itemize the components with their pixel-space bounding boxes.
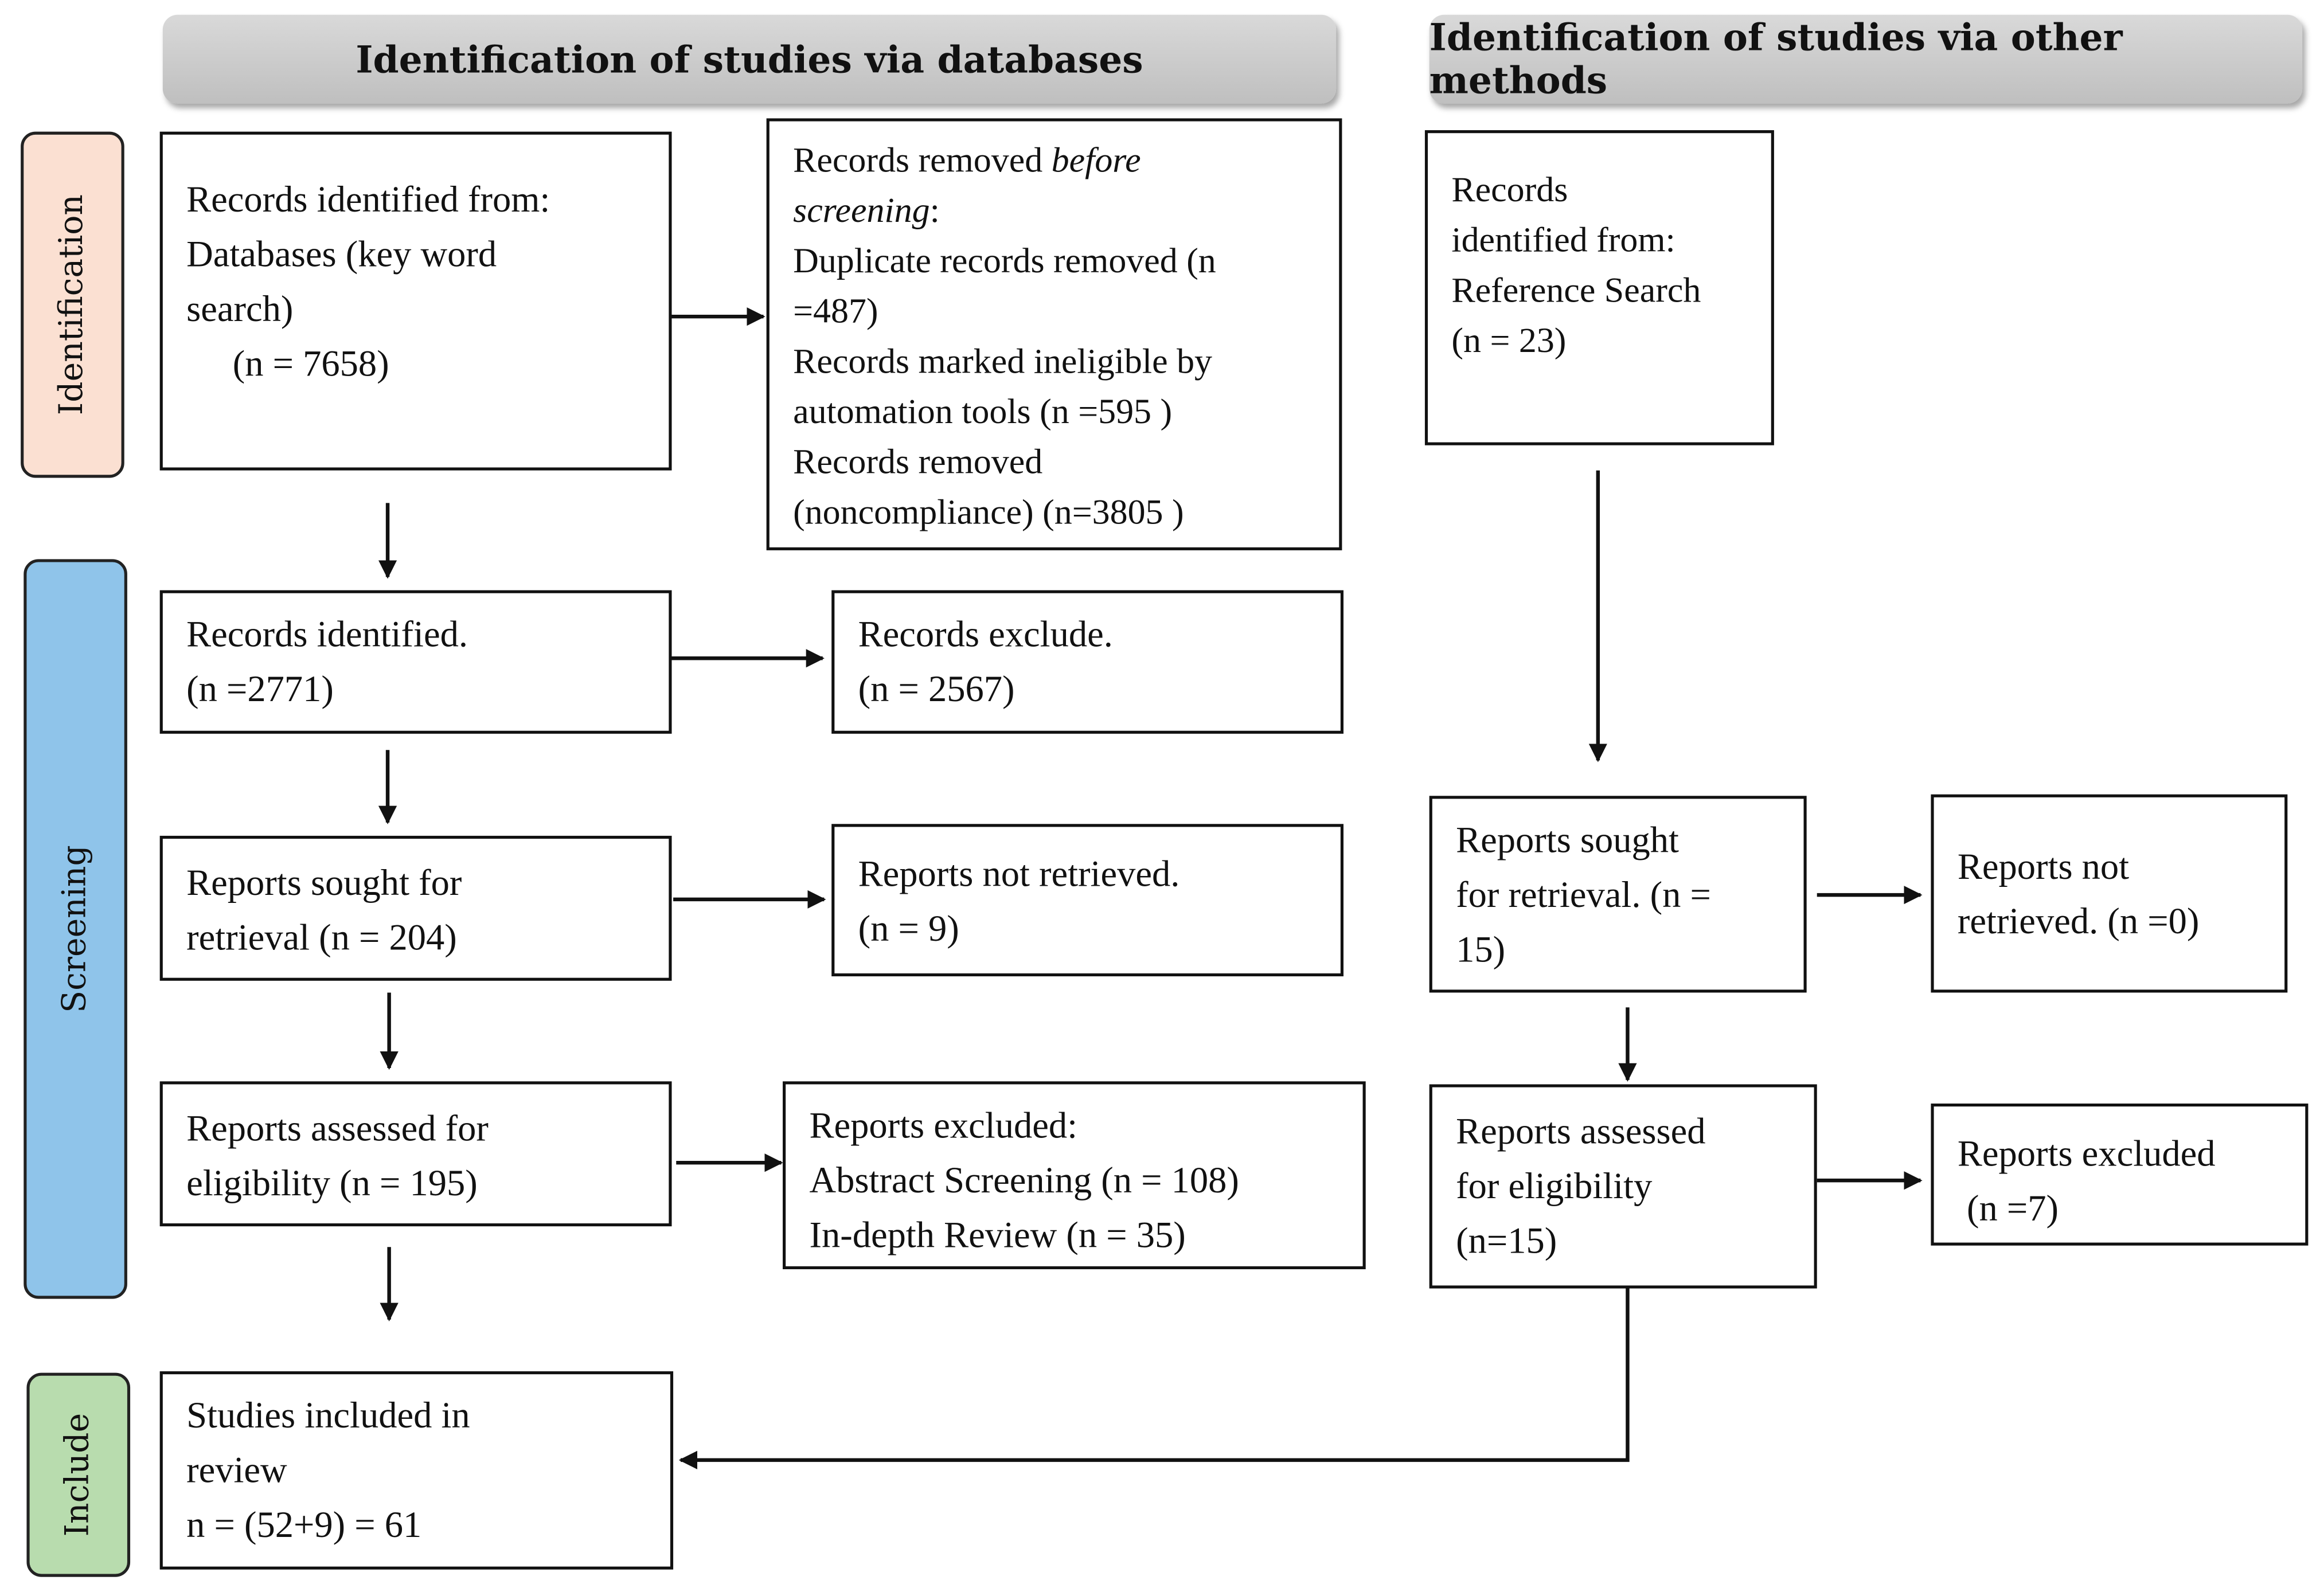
records-identified-other-box: Records identified from: Reference Searc… <box>1424 130 1774 445</box>
box-line: Records identified. <box>186 615 468 656</box>
box-line: Records <box>1451 171 1568 210</box>
box-line: (n = 7658) <box>186 345 389 385</box>
arrow <box>678 1288 1630 1469</box>
box-line: Records exclude. <box>858 615 1113 656</box>
box-line: (n=15) <box>1456 1222 1557 1262</box>
header-other-methods: Identification of studies via other meth… <box>1429 14 2303 104</box>
other-reports-not-retrieved-box: Reports not retrieved. (n =0) <box>1931 794 2288 993</box>
box-line: review <box>186 1451 287 1492</box>
box-line: for eligibility <box>1456 1167 1653 1207</box>
box-line: =487) <box>793 292 878 332</box>
box-line: Reports sought <box>1456 821 1679 861</box>
box-line: Reports assessed for <box>186 1109 489 1149</box>
phase-include: Include <box>26 1372 131 1577</box>
box-line: (n = 23) <box>1451 322 1567 361</box>
box-line: (n =2771) <box>186 670 334 710</box>
box-line: (noncompliance) (n=3805 ) <box>793 494 1184 533</box>
box-line: n = (52+9) = 61 <box>186 1505 422 1546</box>
reports-assessed-box: Reports assessed for eligibility (n = 19… <box>159 1081 672 1227</box>
box-line: Records marked ineligible by <box>793 343 1213 382</box>
box-line: Reports not <box>1957 847 2130 888</box>
box-line: Abstract Screening (n = 108) <box>809 1161 1239 1202</box>
other-reports-excluded-box: Reports excluded (n =7) <box>1931 1103 2309 1246</box>
box-line: Records removed <box>793 444 1043 483</box>
other-reports-sought-box: Reports sought for retrieval. (n = 15) <box>1429 796 1807 993</box>
reports-sought-box: Reports sought for retrieval (n = 204) <box>159 835 672 981</box>
box-line: 15) <box>1456 930 1506 971</box>
box-line: Records removed before <box>793 136 1315 186</box>
box-line: automation tools (n =595 ) <box>793 393 1173 432</box>
records-identified-databases-box: Records identified from: Databases (key … <box>159 131 672 471</box>
box-line: Reports not retrieved. <box>858 855 1180 895</box>
records-screened-box: Records identified. (n =2771) <box>159 590 672 734</box>
box-line: identified from: <box>1451 222 1675 261</box>
box-line: Reports assessed <box>1456 1112 1706 1153</box>
box-line: screening: <box>793 186 1315 237</box>
reports-excluded-box: Reports excluded: Abstract Screening (n … <box>783 1081 1366 1269</box>
other-reports-assessed-box: Reports assessed for eligibility (n=15) <box>1429 1084 1817 1289</box>
records-removed-box: Records removed before screening: Duplic… <box>766 118 1342 550</box>
box-line: for retrieval. (n = <box>1456 875 1711 916</box>
studies-included-box: Studies included in review n = (52+9) = … <box>159 1371 674 1570</box>
box-line: Reports excluded: <box>809 1106 1078 1147</box>
box-line: In-depth Review (n = 35) <box>809 1216 1186 1256</box>
box-text: Records removed <box>793 142 1052 181</box>
box-line: Duplicate records removed (n <box>793 242 1216 281</box>
box-line: (n =7) <box>1957 1189 2059 1230</box>
box-text-italic: screening <box>793 192 930 231</box>
box-line: Reports sought for <box>186 863 462 904</box>
phase-screening: Screening <box>24 559 127 1299</box>
header-other-methods-text: Identification of studies via other meth… <box>1429 16 2123 103</box>
box-line: (n = 9) <box>858 909 959 950</box>
header-databases: Identification of studies via databases <box>162 14 1337 104</box>
box-line: eligibility (n = 195) <box>186 1164 478 1204</box>
reports-not-retrieved-box: Reports not retrieved. (n = 9) <box>831 824 1344 977</box>
phase-identification: Identification <box>21 131 124 478</box>
box-line: Databases (key word <box>186 235 497 275</box>
box-line: retrieval (n = 204) <box>186 918 457 959</box>
box-line: Reference Search <box>1451 272 1701 311</box>
box-line: retrieved. (n =0) <box>1957 902 2200 942</box>
records-excluded-box: Records exclude. (n = 2567) <box>831 590 1344 734</box>
box-line: (n = 2567) <box>858 670 1015 710</box>
box-line: search) <box>186 290 294 330</box>
box-text: : <box>929 192 940 231</box>
box-line: Reports excluded <box>1957 1135 2216 1175</box>
box-line: Records identified from: <box>186 180 550 221</box>
box-line: Studies included in <box>186 1396 470 1437</box>
box-text-italic: before <box>1051 142 1141 181</box>
header-databases-text: Identification of studies via databases <box>356 37 1143 81</box>
